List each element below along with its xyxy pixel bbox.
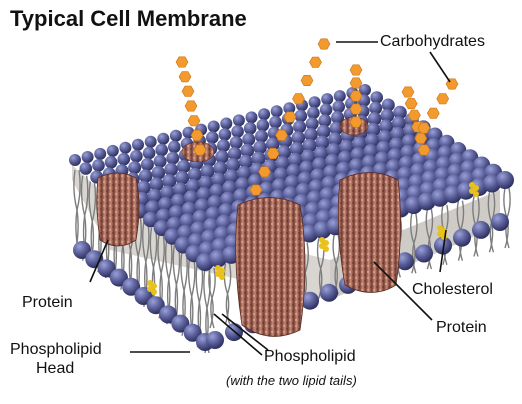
cholesterol-bead (323, 246, 329, 252)
carbohydrate-bead (350, 78, 362, 88)
label-cholesterol: Cholesterol (412, 281, 493, 299)
phospholipid-head (119, 142, 131, 154)
phospholipid-head (230, 136, 243, 149)
phospholipid-head (244, 122, 257, 135)
phospholipid-head (295, 110, 308, 123)
phospholipid-head (80, 162, 93, 175)
phospholipid-head (220, 118, 232, 130)
phospholipid-head (246, 111, 258, 123)
phospholipid-head (128, 161, 141, 174)
carbohydrate-bead (182, 86, 194, 96)
label-phospholipid-head-line2: Head (36, 360, 74, 378)
label-phospholipid-head-line1: Phospholipid (10, 341, 102, 359)
phospholipid-head (141, 158, 154, 171)
carbohydrate-bead (437, 94, 449, 104)
carbohydrate-bead (350, 117, 362, 127)
carbohydrate-bead (250, 185, 262, 195)
center-protein (236, 198, 305, 337)
phospholipid-head (496, 171, 514, 189)
carbohydrate-bead (267, 148, 279, 158)
phospholipid-head (334, 90, 346, 102)
phospholipid-head (231, 125, 244, 138)
carbohydrate-bead (427, 108, 439, 118)
phospholipid-head (168, 141, 181, 154)
cholesterol-bead (219, 274, 225, 280)
label-protein-right: Protein (436, 319, 487, 337)
carbohydrate-bead (276, 130, 288, 140)
phospholipid-head (92, 159, 105, 172)
phospholipid-head (307, 107, 320, 120)
phospholipid-head (320, 284, 338, 302)
phospholipid-head (217, 139, 230, 152)
carbohydrate-bead (408, 110, 420, 120)
carbohydrate-bead (418, 145, 430, 155)
phospholipid-head (139, 169, 153, 183)
left-protein (97, 173, 139, 246)
carbohydrate-bead (415, 133, 427, 143)
lipid-tail (211, 268, 215, 328)
carbohydrate-bead (310, 57, 322, 67)
phospholipid-head (415, 245, 433, 263)
carbohydrate-bead (446, 79, 458, 89)
phospholipid-head (155, 144, 168, 157)
carbohydrate-bead (185, 101, 197, 111)
phospholipid-head (166, 152, 179, 165)
phospholipid-head (233, 114, 245, 126)
phospholipid-head (309, 96, 321, 108)
carbohydrate-bead (284, 112, 296, 122)
phospholipid-head (208, 121, 220, 133)
carbohydrate-bead (259, 167, 271, 177)
phospholipid-head (105, 156, 118, 169)
phospholipid-head (132, 139, 144, 151)
phospholipid-head (219, 128, 232, 141)
phospholipid-head (145, 136, 157, 148)
phospholipid-head (472, 221, 490, 239)
phospholipid-head (206, 331, 224, 349)
phospholipid-head (143, 147, 156, 160)
phospholipid-head (118, 153, 131, 166)
phospholipid-head (321, 93, 333, 105)
carbohydrate-bead (293, 94, 305, 104)
phospholipid-head (206, 131, 219, 144)
carbohydrate-bead (350, 104, 362, 114)
carbohydrate-bead (318, 39, 330, 49)
phospholipid-head (170, 130, 182, 142)
label-carbohydrates: Carbohydrates (380, 33, 485, 51)
phospholipid-head (271, 105, 283, 117)
phospholipid-head (94, 148, 106, 160)
carbohydrate-bead (191, 130, 203, 140)
carbohydrate-bead (418, 123, 430, 133)
right-protein (338, 173, 400, 293)
phospholipid-head (107, 145, 119, 157)
phospholipid-head (491, 213, 509, 231)
carbohydrate-bead (350, 91, 362, 101)
carbohydrate-bead (402, 87, 414, 97)
phospholipid-head (69, 154, 81, 166)
diagram-title: Typical Cell Membrane (10, 6, 247, 32)
carbohydrate-bead (350, 65, 362, 75)
label-phospholipid-sub: (with the two lipid tails) (226, 372, 357, 390)
carbohydrate-bead (176, 57, 188, 67)
phospholipid-head (258, 108, 270, 120)
carbohydrate-bead (405, 98, 417, 108)
phospholipid-head (320, 104, 333, 117)
cholesterol-bead (473, 191, 479, 197)
phospholipid-head (269, 116, 282, 129)
phospholipid-head (130, 150, 143, 163)
carbohydrate-bead (194, 145, 206, 155)
phospholipid-head (82, 151, 94, 163)
phospholipid-head (154, 155, 167, 168)
label-protein-left: Protein (22, 294, 73, 312)
carbohydrate-bead (179, 72, 191, 82)
cholesterol-bead (151, 289, 157, 295)
phospholipid-head (157, 133, 169, 145)
carbohydrate-bead (188, 116, 200, 126)
phospholipid-head (453, 229, 471, 247)
phospholipid-head (257, 119, 270, 132)
label-phospholipid: Phospholipid (264, 348, 356, 366)
carbohydrate-bead (301, 75, 313, 85)
